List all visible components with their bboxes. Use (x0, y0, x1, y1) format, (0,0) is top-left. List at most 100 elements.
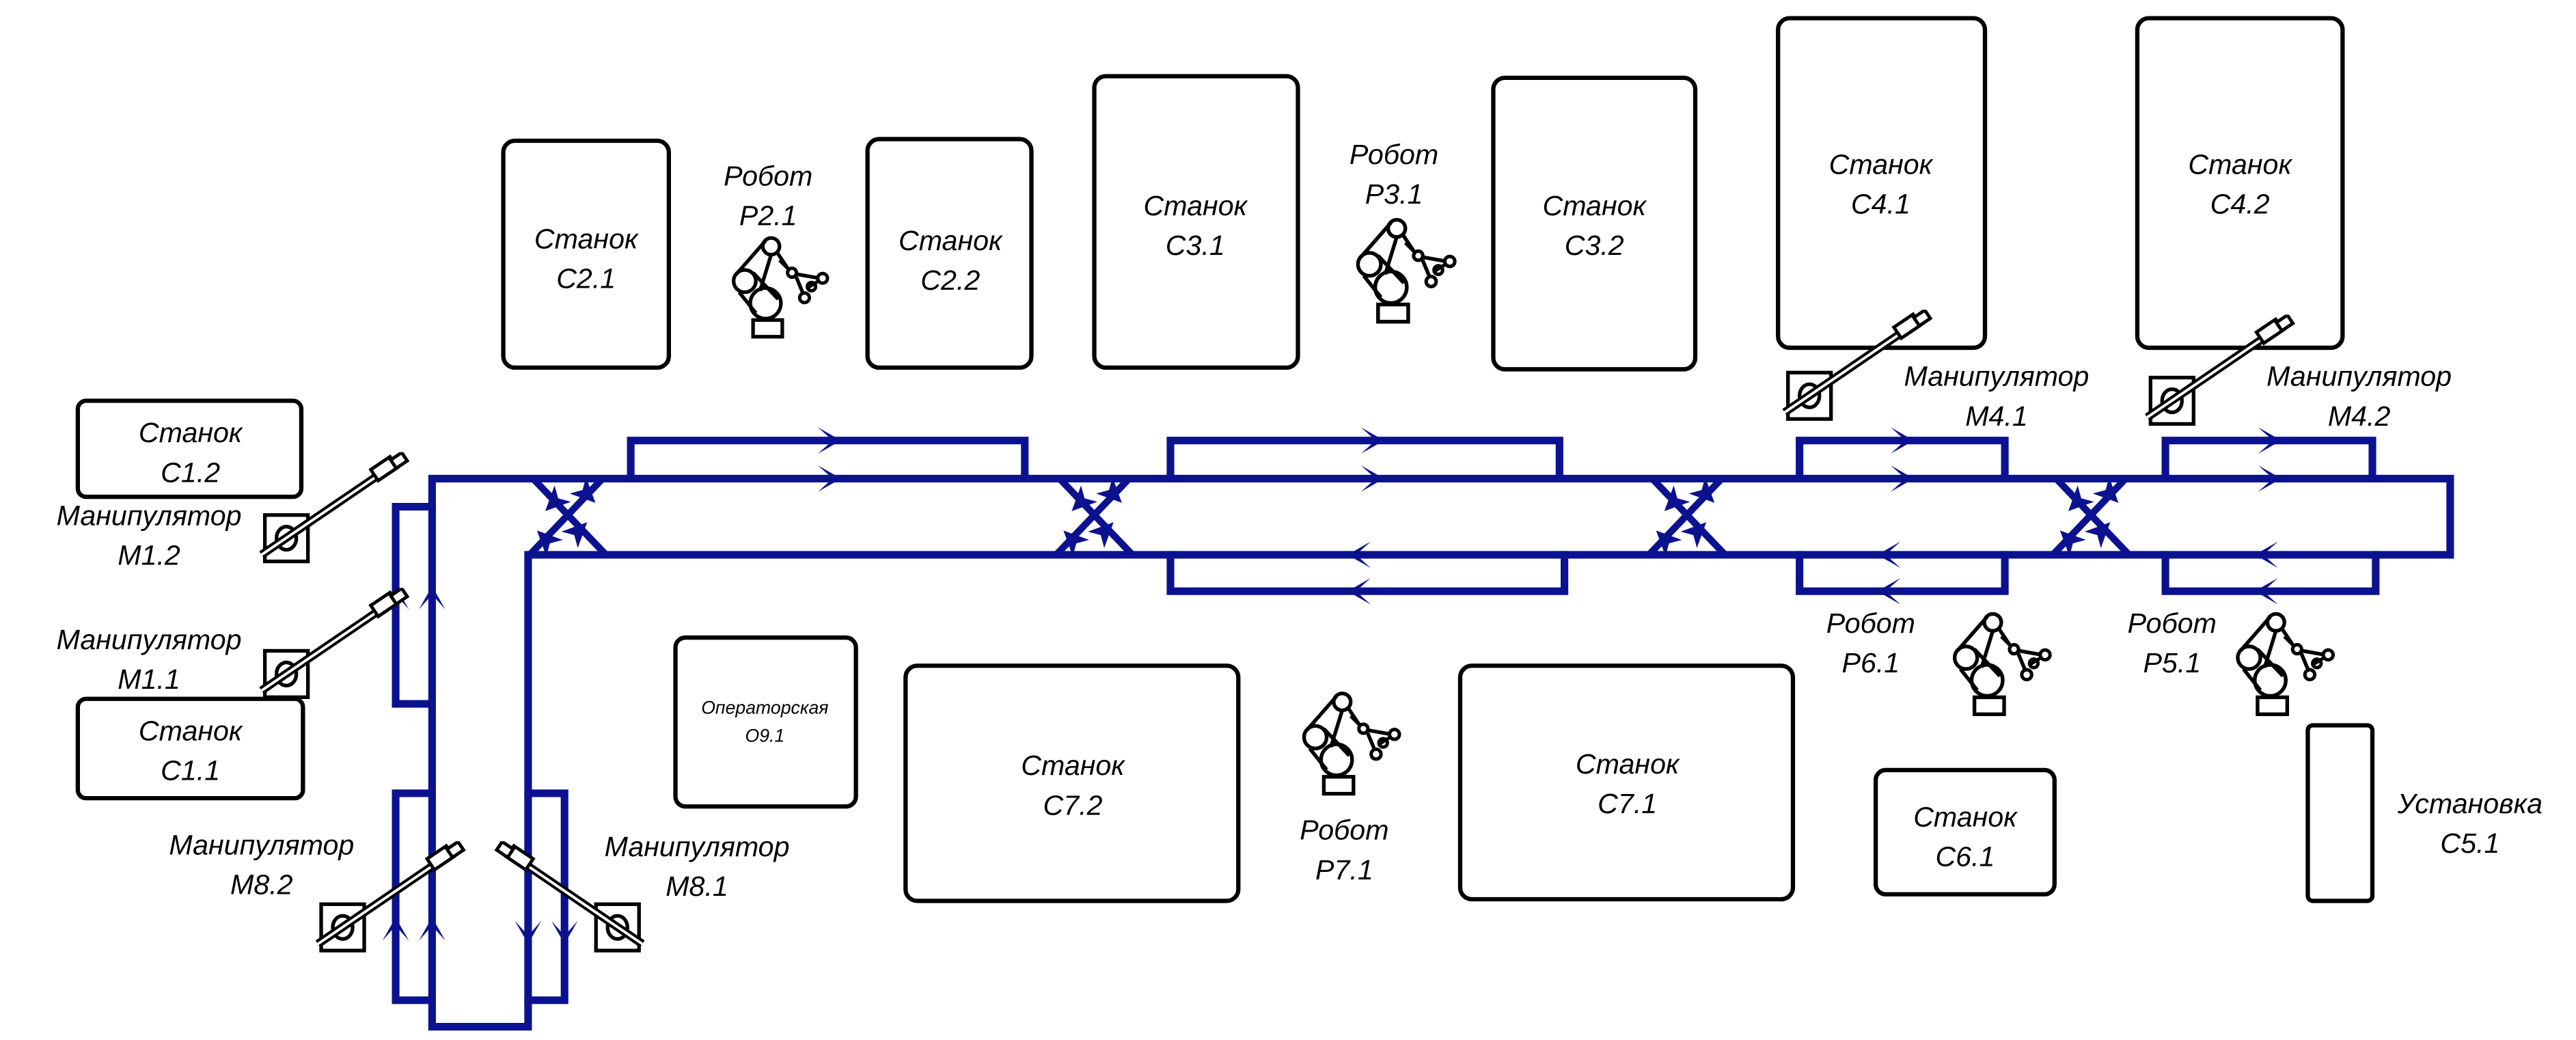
manipulator-code: M1.1 (118, 663, 180, 695)
robot-code: P2.1 (739, 200, 797, 232)
machine-code: C4.1 (1851, 189, 1910, 220)
conveyor-direction-arrow-icon (1360, 427, 1384, 454)
robot-p6-1[interactable]: Робот P6.1 (1826, 607, 2051, 714)
robots-group: Робот P2.1 Робот P3.1 Робот P6.1 Робот P… (724, 139, 2333, 886)
manipulator-m4-2[interactable]: Манипулятор M4.2 (2147, 315, 2452, 432)
machine-title: Станок (139, 715, 243, 746)
manipulators-group: Манипулятор M1.2 Манипулятор M1.1 Манипу… (57, 310, 2452, 950)
machine-c1-1[interactable]: Станок C1.1 (75, 696, 305, 801)
conveyor-direction-arrow-icon (382, 917, 409, 941)
conveyor-direction-arrow-icon (1890, 465, 1914, 492)
manipulator-m8-2[interactable]: Манипулятор M8.2 (169, 830, 463, 951)
conveyor-direction-arrow-icon (1877, 541, 1901, 569)
machine-code: C7.1 (1598, 788, 1657, 819)
conveyor-system (382, 427, 2454, 1031)
installation-c5-1[interactable]: Установка C5.1 (2305, 723, 2543, 903)
manipulator-code: M8.1 (666, 871, 728, 902)
machines-group: Станок C2.1 Станок C2.2 Станок C3.1 Стан… (75, 16, 2543, 903)
conveyor-direction-arrow-icon (418, 586, 446, 610)
bypass-top-2 (1166, 437, 1563, 482)
manipulator-code: M8.2 (230, 869, 293, 901)
robot-title: Робот (1349, 139, 1438, 170)
manipulator-title: Манипулятор (57, 500, 242, 531)
machine-code: C2.2 (920, 264, 980, 296)
robot-code: P7.1 (1315, 854, 1373, 886)
robot-code: P5.1 (2143, 647, 2201, 679)
machine-c2-2[interactable]: Станок C2.2 (865, 137, 1034, 370)
conveyor-direction-arrow-icon (817, 465, 841, 492)
manipulator-title: Манипулятор (57, 624, 242, 655)
machine-title: Станок (534, 223, 639, 255)
conveyor-direction-arrow-icon (418, 917, 446, 941)
machine-title: Станок (899, 225, 1003, 256)
installation-title: Установка (2397, 788, 2543, 819)
machine-c3-2[interactable]: Станок C3.2 (1491, 75, 1698, 372)
machine-c4-1[interactable]: Станок C4.1 (1776, 16, 1988, 351)
operator-room-code: O9.1 (745, 726, 784, 746)
manipulator-m4-1[interactable]: Манипулятор M4.1 (1785, 310, 2089, 432)
installation-code: C5.1 (2440, 827, 2499, 859)
robot-arm-icon (2238, 614, 2333, 714)
side-loop-m1 (392, 503, 436, 708)
conveyor-direction-arrow-icon (2254, 541, 2278, 569)
robot-p5-1[interactable]: Робот P5.1 (2128, 607, 2333, 714)
manipulator-m1-2[interactable]: Манипулятор M1.2 (57, 452, 407, 571)
machine-code: C1.1 (161, 754, 220, 786)
bypass-bottom-2 (1166, 551, 1569, 595)
main-conveyor-loop (428, 474, 2454, 1031)
robot-title: Робот (1300, 815, 1388, 846)
conveyor-direction-arrow-icon (2258, 427, 2282, 454)
side-loop-m8-1 (524, 789, 568, 1004)
machine-c6-1[interactable]: Станок C6.1 (1873, 767, 2057, 897)
conveyor-direction-arrow-icon (1347, 577, 1371, 605)
machine-c4-2[interactable]: Станок C4.2 (2135, 16, 2345, 351)
manipulator-code: M1.2 (118, 539, 180, 571)
machine-code: C1.2 (161, 456, 220, 488)
machine-title: Станок (1021, 750, 1125, 781)
manipulator-arm-icon (262, 588, 407, 697)
manipulator-m1-1[interactable]: Манипулятор M1.1 (57, 588, 407, 697)
bypass-bottom-3 (1796, 551, 2009, 595)
machine-title: Станок (1576, 748, 1680, 780)
bypass-top-3 (1796, 437, 2009, 482)
machine-code: C7.2 (1043, 789, 1103, 821)
robot-title: Робот (724, 160, 812, 191)
side-loop-m8-2 (392, 789, 436, 1004)
operator-room-title: Операторская (701, 698, 828, 718)
manipulator-title: Манипулятор (605, 831, 790, 862)
manipulator-title: Манипулятор (169, 830, 354, 861)
robot-p2-1[interactable]: Робот P2.1 (724, 160, 827, 336)
conveyor-direction-arrow-icon (1890, 427, 1914, 454)
machine-title: Станок (139, 417, 243, 448)
conveyor-direction-arrow-icon (1347, 541, 1371, 569)
machine-title: Станок (1829, 148, 1934, 180)
machine-c7-1[interactable]: Станок C7.1 (1457, 663, 1796, 902)
robot-code: P6.1 (1841, 647, 1900, 679)
machine-title: Станок (2188, 148, 2292, 180)
machine-c3-1[interactable]: Станок C3.1 (1092, 74, 1300, 370)
robot-p3-1[interactable]: Робот P3.1 (1349, 139, 1455, 322)
bypass-top-4 (2161, 437, 2376, 482)
conveyor-direction-arrow-icon (1877, 577, 1901, 605)
lane-transfer-crossing-icon (1646, 476, 1728, 558)
manipulator-m8-1[interactable]: Манипулятор M8.1 (497, 831, 790, 950)
robot-title: Робот (1826, 607, 1915, 639)
robot-p7-1[interactable]: Робот P7.1 (1300, 694, 1399, 886)
operator-room-o9-1[interactable]: Операторская O9.1 (673, 635, 858, 809)
robot-arm-icon (1358, 220, 1455, 322)
machine-c1-2[interactable]: Станок C1.2 (75, 398, 304, 500)
conveyor-direction-arrow-icon (2254, 577, 2278, 605)
machine-title: Станок (1144, 190, 1248, 221)
lane-transfer-crossing-icon (527, 476, 609, 558)
machine-code: C6.1 (1935, 841, 1995, 873)
robot-title: Робот (2128, 607, 2217, 639)
manipulator-code: M4.2 (2328, 400, 2391, 432)
machine-c7-2[interactable]: Станок C7.2 (903, 663, 1241, 903)
lane-transfer-crossing-icon (1054, 476, 1135, 558)
conveyor-direction-arrow-icon (817, 427, 841, 454)
machine-c2-1[interactable]: Станок C2.1 (501, 138, 671, 370)
robot-arm-icon (1304, 694, 1399, 794)
robot-arm-icon (1955, 614, 2051, 714)
machine-code: C2.1 (556, 263, 616, 295)
